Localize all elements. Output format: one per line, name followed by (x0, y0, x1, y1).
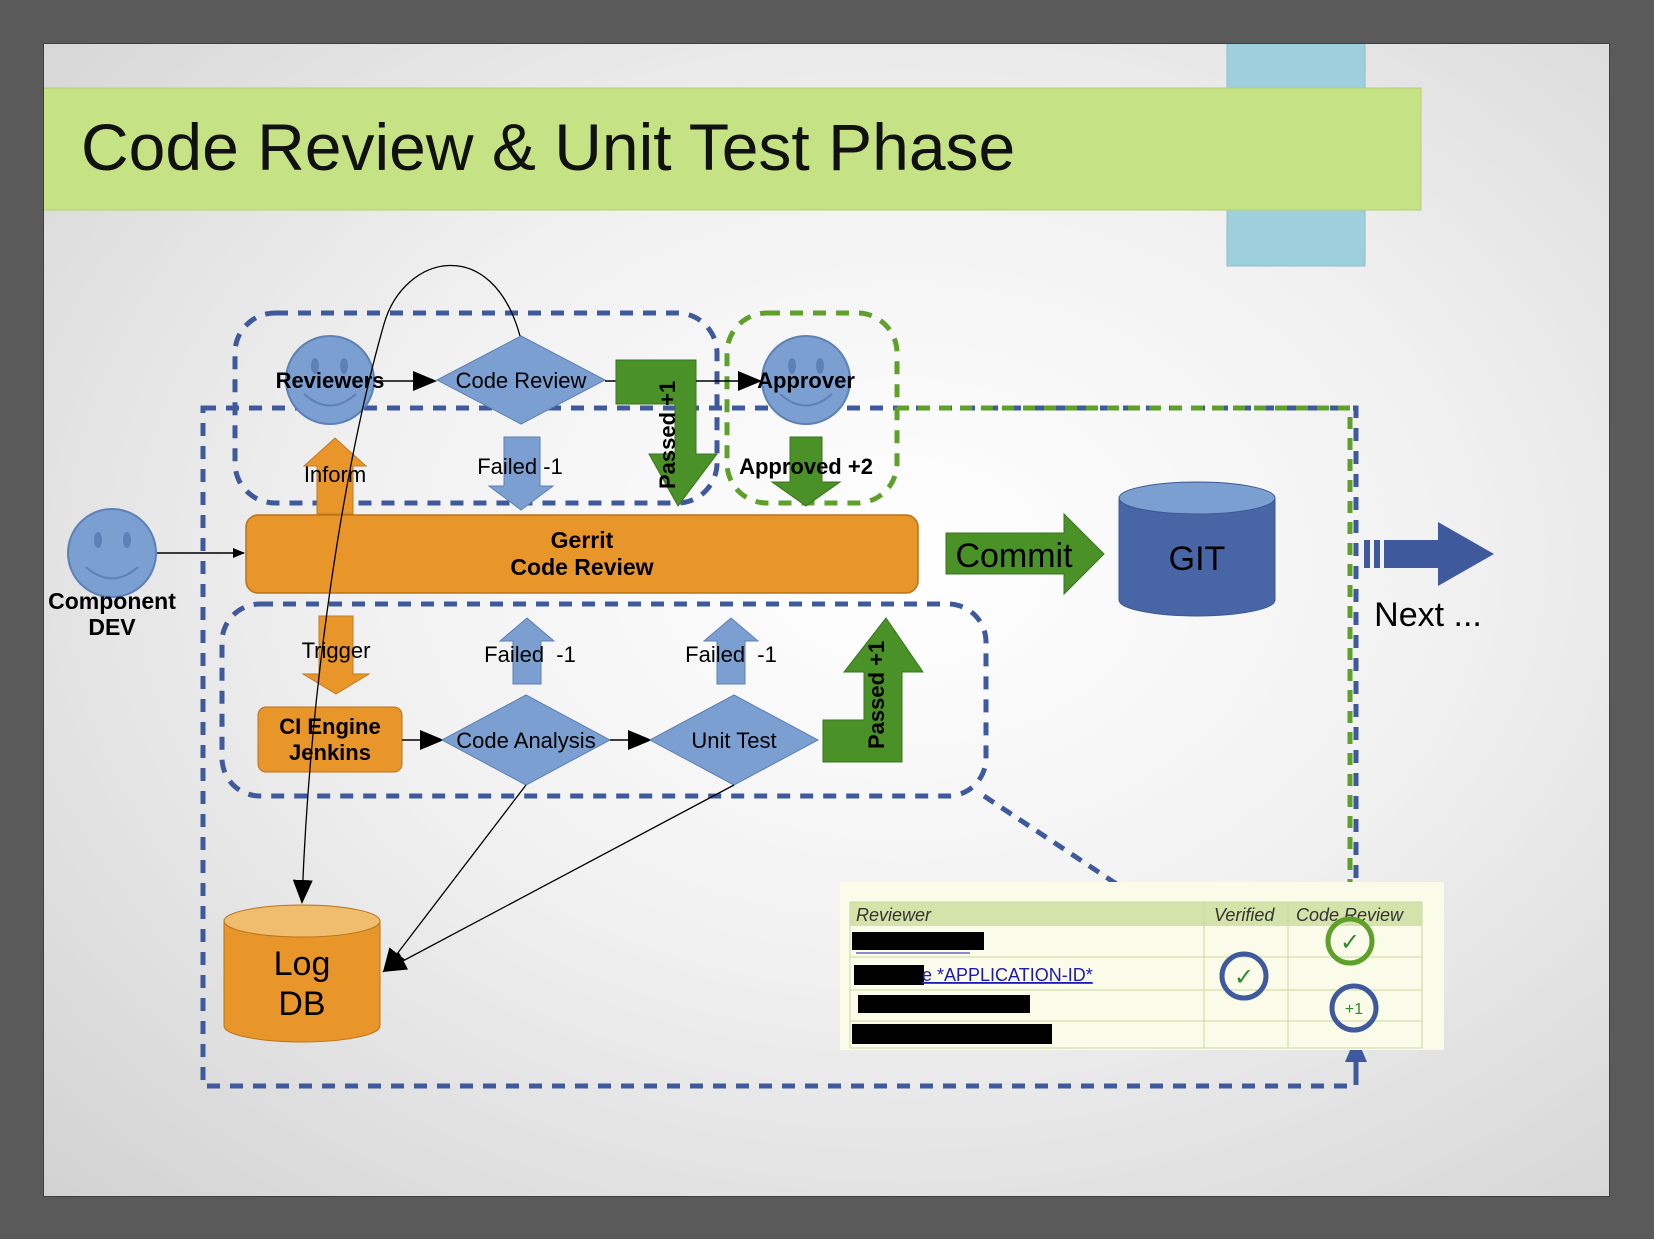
unit-test-node: Unit Test (648, 694, 820, 786)
table-header-reviewer: Reviewer (856, 905, 932, 925)
svg-text:✓: ✓ (1340, 929, 1360, 956)
developer-smiley-icon (67, 508, 157, 598)
commit-label: Commit (955, 537, 1073, 575)
trigger-arrow: Trigger (301, 615, 371, 695)
reviewers-smiley-icon (285, 335, 375, 425)
inform-label: Inform (304, 462, 366, 487)
approver-node: Approver (757, 335, 855, 425)
failed-review-arrow: Failed -1 (477, 436, 563, 511)
passed-ci-label: Passed +1 (864, 641, 889, 749)
component-dev-label-line: DEV (88, 614, 136, 640)
passed-review-arrow: Passed +1 (615, 359, 718, 507)
approved-label: Approved +2 (739, 454, 873, 479)
code-analysis-node: Code Analysis (440, 694, 612, 786)
failed-unit-test-arrow: Failed -1 (685, 617, 777, 685)
passed-review-label: Passed +1 (655, 381, 680, 489)
logging-curve (292, 264, 521, 904)
approver-label: Approver (757, 368, 855, 393)
redacted-name (854, 965, 924, 985)
node-label-line: Code Review (510, 554, 653, 580)
approver-smiley-icon (761, 335, 851, 425)
table-header-verified: Verified (1214, 905, 1275, 925)
node-label-line: Jenkins (289, 740, 371, 765)
analysis-to-log-line (382, 784, 527, 973)
node-label-line: DB (278, 985, 325, 1023)
redacted-name (852, 1024, 1052, 1044)
failed-analysis-arrow: Failed -1 (484, 617, 576, 685)
code-review-check-icon: ✓ (1325, 916, 1375, 966)
trigger-label: Trigger (302, 638, 371, 663)
failed-unit-test-label: Failed -1 (685, 642, 777, 667)
approved-arrow: Approved +2 (739, 436, 873, 507)
review-table: Reviewer Verified Code Review e *APPLICA… (840, 882, 1444, 1050)
verified-check-icon: ✓ (1219, 951, 1269, 1001)
node-label-line: Log (274, 945, 331, 983)
redacted-name (852, 932, 984, 950)
table-header-code-review: Code Review (1296, 905, 1404, 925)
failed-review-label: Failed -1 (477, 454, 563, 479)
inform-arrow: Inform (302, 437, 368, 515)
git-label: GIT (1169, 540, 1226, 578)
title-decoration (44, 44, 1422, 267)
code-review-decision-node: Code Review (435, 335, 607, 425)
plus-one-value: +1 (1345, 1001, 1363, 1018)
ci-group-box (219, 601, 989, 799)
redacted-name (858, 995, 1030, 1013)
svg-text:✓: ✓ (1234, 964, 1254, 991)
table-row-reviewer-link[interactable]: e *APPLICATION-ID* (922, 965, 1093, 985)
component-dev-label-line: Component (48, 588, 176, 614)
code-review-label: Code Review (456, 368, 587, 393)
plus-one-badge-icon: +1 (1329, 983, 1379, 1033)
code-analysis-label: Code Analysis (456, 728, 595, 753)
failed-analysis-label: Failed -1 (484, 642, 576, 667)
node-label-line: Gerrit (551, 527, 614, 553)
reviewers-label: Reviewers (276, 368, 385, 393)
review-group-box (232, 310, 720, 506)
node-label-line: CI Engine (279, 714, 380, 739)
commit-arrow: Commit (945, 512, 1105, 596)
unit-test-to-log-line (382, 784, 735, 972)
reviewers-node: Reviewers (276, 335, 385, 425)
next-label: Next ... (1374, 596, 1482, 634)
unit-test-label: Unit Test (691, 728, 776, 753)
approver-to-table-connector (897, 405, 1360, 910)
passed-ci-arrow: Passed +1 (822, 617, 924, 763)
slide-title: Code Review & Unit Test Phase (81, 110, 1015, 184)
next-arrow: Next ... (1364, 522, 1494, 634)
git-repository-node: GIT (1118, 481, 1276, 617)
